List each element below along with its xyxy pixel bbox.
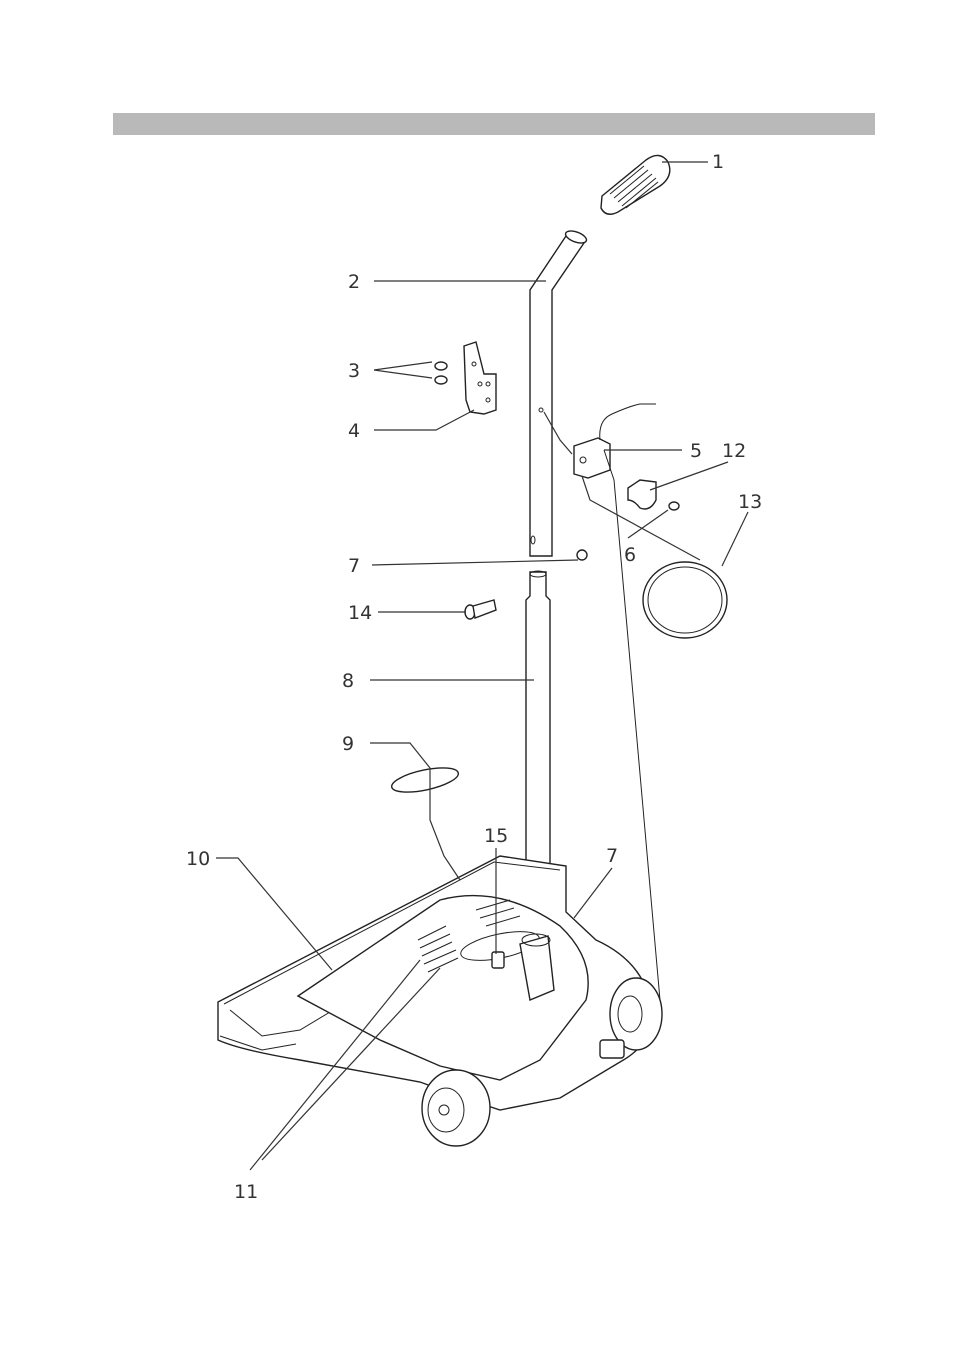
part-6-screw: [669, 502, 679, 510]
label-11: 11: [234, 1181, 258, 1203]
part-15-screw: [492, 952, 504, 968]
part-4-bracket-plate: [464, 342, 496, 414]
label-5: 5: [690, 440, 702, 462]
label-1: 1: [712, 151, 724, 173]
part-1-handle-grip: [601, 155, 670, 214]
label-7-lower: 7: [606, 845, 618, 867]
label-4: 4: [348, 420, 360, 442]
label-10: 10: [186, 848, 210, 870]
label-7-upper: 7: [348, 555, 360, 577]
label-15: 15: [484, 825, 508, 847]
part-3-screws: [435, 362, 447, 384]
label-6: 6: [624, 544, 636, 566]
label-13: 13: [738, 491, 762, 513]
part-13-coiled-cord: [643, 562, 727, 638]
base-wheel-right: [610, 978, 662, 1050]
part-10-base-unit: [218, 856, 662, 1146]
label-3: 3: [348, 360, 360, 382]
label-8: 8: [342, 670, 354, 692]
part-8-lower-tube: [526, 571, 550, 890]
part-14-bolt: [465, 600, 496, 619]
part-9-ring: [390, 763, 461, 797]
label-9: 9: [342, 733, 354, 755]
power-cord: [604, 450, 661, 1034]
label-2: 2: [348, 271, 360, 293]
part-5-cord-clamp: [574, 404, 656, 478]
label-14: 14: [348, 602, 372, 624]
part-2-upper-tube: [530, 229, 588, 556]
part-12-cable-clip: [628, 480, 656, 509]
label-12: 12: [722, 440, 746, 462]
base-wheel-left: [422, 1070, 490, 1146]
part-7-nut-upper: [577, 550, 587, 560]
